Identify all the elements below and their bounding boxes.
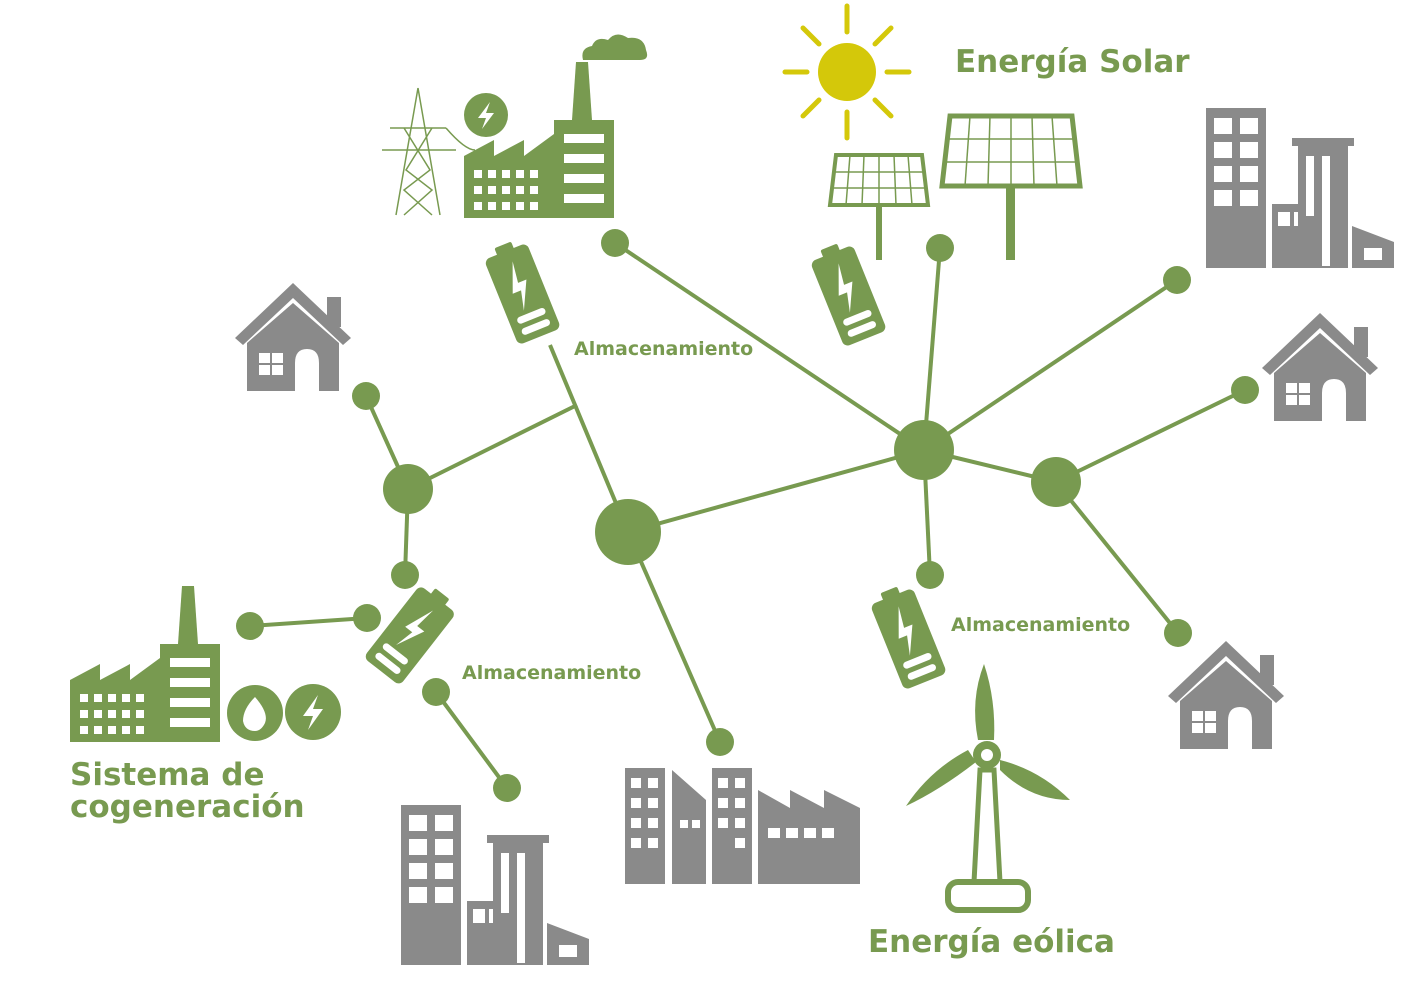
cogeneration-label-line1: Sistema de	[70, 757, 264, 793]
hub-node	[894, 420, 954, 480]
hub-node	[1031, 457, 1081, 507]
end-node	[1231, 376, 1259, 404]
battery-icon	[363, 579, 461, 686]
battery-icon	[807, 238, 888, 348]
storage-label: Almacenamiento	[462, 662, 641, 684]
industrial-buildings-icon	[625, 768, 860, 884]
end-node	[236, 612, 264, 640]
battery-icon	[867, 581, 948, 691]
cogeneration-label-line2: cogeneración	[70, 789, 305, 825]
cogeneration-factory-icon	[70, 586, 220, 742]
end-node	[493, 774, 521, 802]
flame-badge-icon	[227, 685, 283, 741]
network-links	[249, 241, 1246, 790]
apartment-buildings-icon	[1206, 108, 1394, 268]
solar-panel-icon	[939, 113, 1083, 260]
factory-icon	[464, 62, 614, 218]
end-node	[926, 234, 954, 262]
end-node	[601, 229, 629, 257]
hub-node	[595, 499, 661, 565]
end-node	[1163, 266, 1191, 294]
smoke-cloud-icon	[582, 34, 648, 60]
wind-turbine-icon	[906, 664, 1070, 913]
network-nodes	[236, 229, 1259, 802]
end-node	[391, 561, 419, 589]
lightning-badge-icon	[464, 93, 508, 137]
lightning-badge-icon	[285, 684, 341, 740]
end-node	[422, 678, 450, 706]
end-node	[1164, 619, 1192, 647]
house-icon	[1262, 313, 1378, 421]
apartment-buildings-icon	[401, 805, 589, 965]
sun-icon	[782, 3, 912, 141]
end-node	[353, 604, 381, 632]
solar-panel-icon	[827, 153, 931, 260]
solar-energy-label: Energía Solar	[955, 44, 1190, 80]
storage-label: Almacenamiento	[951, 614, 1130, 636]
storage-label: Almacenamiento	[574, 338, 753, 360]
wind-energy-label: Energía eólica	[868, 924, 1115, 960]
battery-icon	[481, 236, 562, 346]
end-node	[706, 728, 734, 756]
end-node	[916, 561, 944, 589]
house-icon	[235, 283, 351, 391]
house-icon	[1168, 641, 1284, 749]
end-node	[352, 382, 380, 410]
hub-node	[383, 464, 433, 514]
power-pylon-icon	[382, 87, 476, 216]
